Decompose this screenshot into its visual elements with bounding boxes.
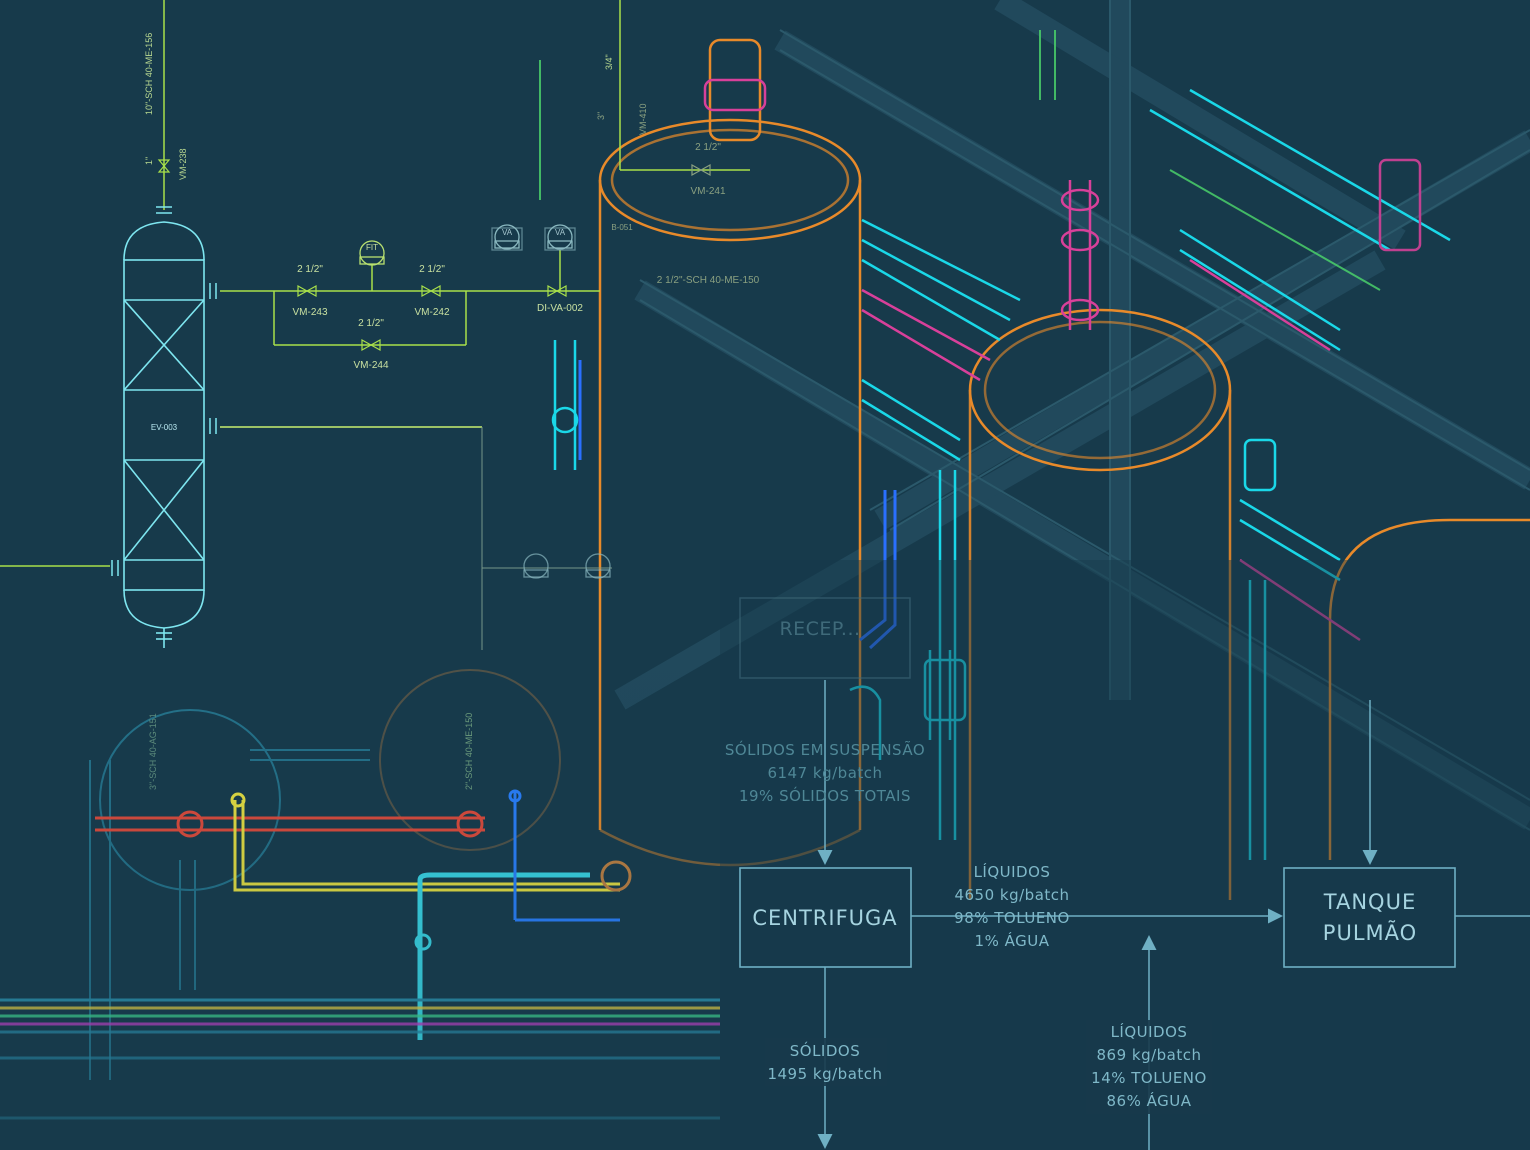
instrument-fit-label: FIT — [366, 243, 378, 252]
line-v-alt: 3" — [596, 112, 606, 120]
inlet-label-3: 19% SÓLIDOS TOTAIS — [739, 786, 911, 805]
valve-243-icon — [297, 284, 317, 298]
receptor-label: RECEP... — [779, 618, 860, 640]
centrifuge-box — [739, 867, 912, 968]
liq2-label-3: 14% TOLUENO — [1091, 1069, 1207, 1087]
line-v-size: 3/4" — [604, 54, 614, 70]
instrument-va2-label: VA — [555, 228, 566, 237]
iso-pipes-blue — [578, 360, 897, 650]
liq1-label-3: 98% TOLUENO — [954, 909, 1070, 927]
solids-label-1: SÓLIDOS — [790, 1041, 861, 1060]
valve-top-icon — [157, 159, 171, 173]
valve-va-icon — [547, 284, 567, 298]
column-ev-003 — [123, 221, 205, 648]
liq2-label-2: 869 kg/batch — [1096, 1046, 1201, 1064]
valve-242-icon — [421, 284, 441, 298]
valve-244-size: 2 1/2" — [358, 318, 384, 329]
valve-244-icon — [361, 338, 381, 352]
receptor-box — [739, 597, 911, 679]
line-tag-mid: 2 1/2"-SCH 40-ME-150 — [657, 275, 760, 286]
vessel-far-right — [1328, 518, 1530, 860]
liq1-label-4: 1% ÁGUA — [975, 931, 1050, 950]
valve-241-icon — [691, 163, 711, 177]
valve-top-size: 1" — [144, 157, 154, 165]
tank-label-1: TANQUE — [1323, 890, 1416, 914]
iso-pipes-magenta — [703, 78, 1422, 642]
valve-va-tag: DI-VA-002 — [537, 303, 583, 314]
block-flow-diagram: RECEP... SÓLIDOS EM SUSPENSÃO 6147 kg/ba… — [725, 597, 1530, 1150]
instrument-va2-icon — [547, 224, 573, 250]
iso-pipes-cyan — [551, 88, 1451, 860]
vessel-right — [968, 308, 1232, 900]
valve-242-tag: VM-242 — [414, 307, 449, 318]
instrument-fit-icon — [359, 240, 385, 266]
valve-244-tag: VM-244 — [353, 360, 388, 371]
inlet-label-2: 6147 kg/batch — [767, 764, 882, 782]
liq1-label-2: 4650 kg/batch — [954, 886, 1069, 904]
liq2-label-1: LÍQUIDOS — [1111, 1022, 1188, 1041]
inlet-label-1: SÓLIDOS EM SUSPENSÃO — [725, 740, 925, 759]
valve-243-size: 2 1/2" — [297, 264, 323, 275]
solids-label-2: 1495 kg/batch — [767, 1065, 882, 1083]
tank-box — [1283, 867, 1456, 968]
valve-242-size: 2 1/2" — [419, 264, 445, 275]
instrument-va1-label: VA — [502, 228, 513, 237]
liq2-label-4: 86% ÁGUA — [1107, 1091, 1192, 1110]
label-b051: B-051 — [611, 223, 633, 232]
valve-241-tag: VM-241 — [690, 186, 725, 197]
line-v-tag: VM-410 — [638, 103, 648, 135]
centrifuge-label: CENTRIFUGA — [752, 906, 897, 930]
instrument-va1-icon — [494, 224, 520, 250]
column-tag: EV-003 — [151, 423, 178, 432]
tank-label-2: PULMÃO — [1323, 919, 1417, 945]
iso-pipes-green — [539, 30, 1381, 291]
valve-241-size: 2 1/2" — [695, 142, 721, 153]
line-tag-top: 10"-SCH 40-ME-156 — [144, 33, 154, 115]
valve-top-tag: VM-238 — [178, 148, 188, 180]
liq1-label-1: LÍQUIDOS — [974, 862, 1051, 881]
isometric-structure — [614, 0, 1530, 831]
valve-243-tag: VM-243 — [292, 307, 327, 318]
